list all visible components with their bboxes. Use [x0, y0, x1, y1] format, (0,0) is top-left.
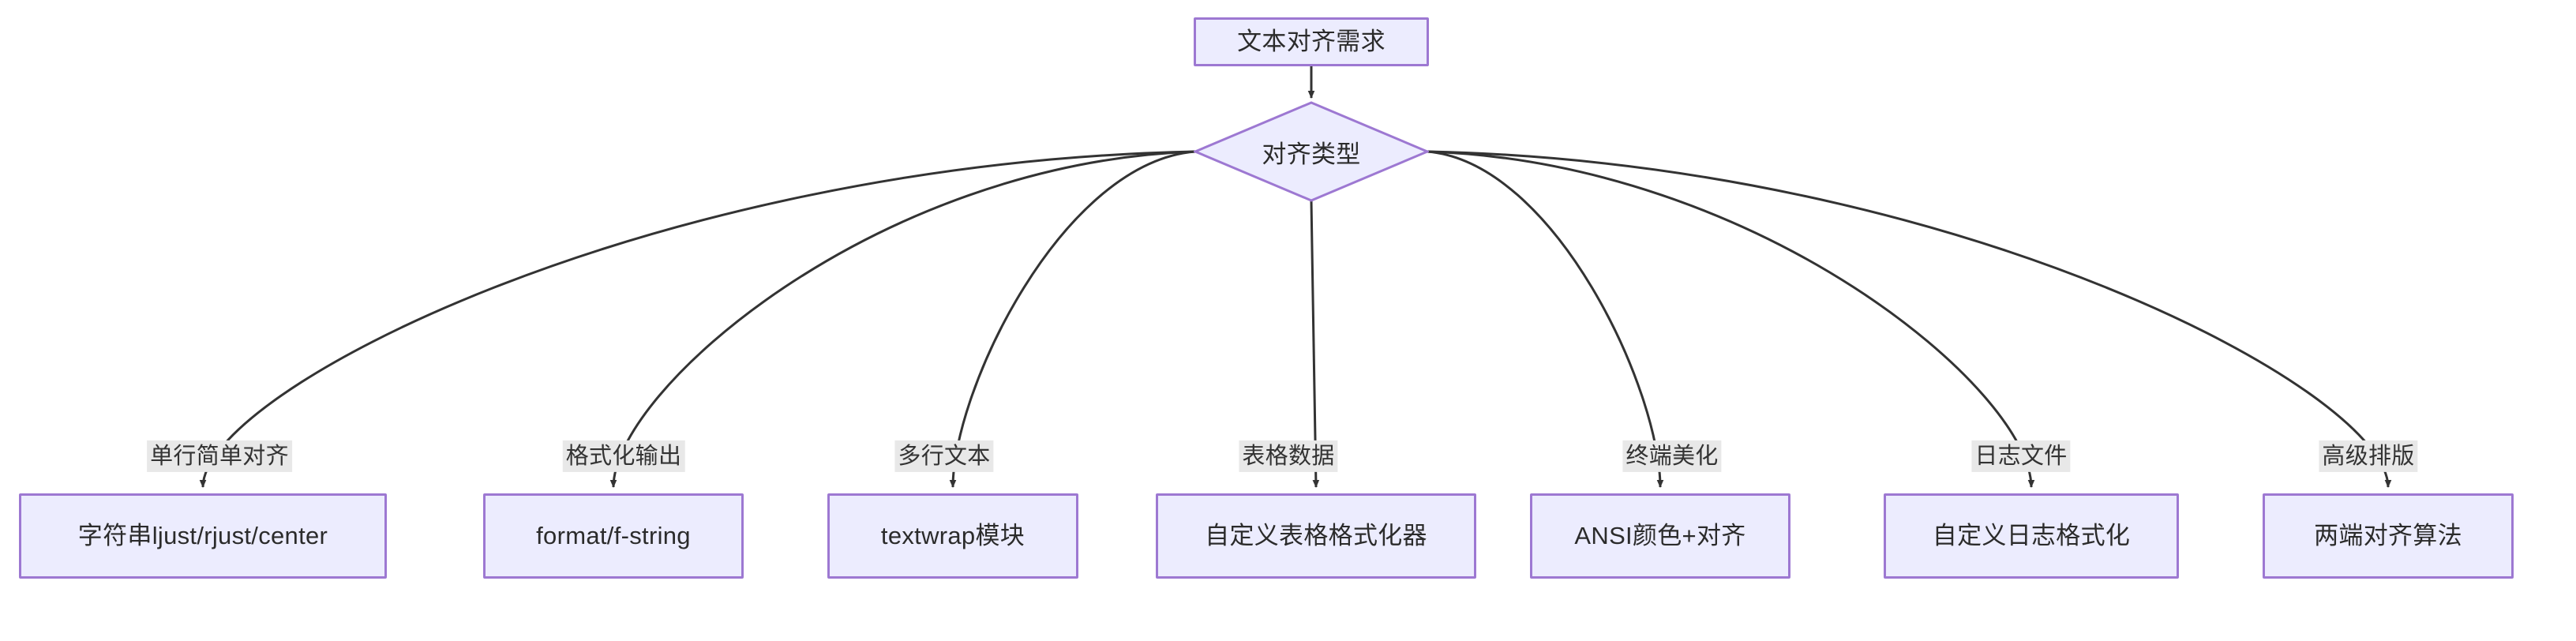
- node-decision-label: 对齐类型: [1262, 140, 1361, 168]
- edge-path: [1427, 150, 2035, 488]
- node-root[interactable]: 文本对齐需求: [1194, 17, 1429, 66]
- edge-label-5: 日志文件: [1971, 440, 2071, 473]
- node-branch-4[interactable]: ANSI颜色+对齐: [1530, 493, 1790, 579]
- edge-path: [1427, 150, 2392, 488]
- edge-label-1: 格式化输出: [562, 440, 685, 473]
- node-branch-1-label: format/f-string: [536, 522, 691, 550]
- node-branch-6[interactable]: 两端对齐算法: [2263, 493, 2514, 579]
- node-branch-0[interactable]: 字符串ljust/rjust/center: [19, 493, 387, 579]
- edge-label-0: 单行简单对齐: [147, 440, 292, 473]
- edge-label-6: 高级排版: [2319, 440, 2418, 473]
- node-branch-2-label: textwrap模块: [880, 522, 1026, 550]
- edge-label-4: 终端美化: [1622, 440, 1722, 473]
- edge-label-3: 表格数据: [1239, 440, 1338, 473]
- node-branch-2[interactable]: textwrap模块: [827, 493, 1078, 579]
- node-branch-3[interactable]: 自定义表格格式化器: [1156, 493, 1476, 579]
- node-branch-4-label: ANSI颜色+对齐: [1574, 522, 1746, 550]
- node-branch-3-label: 自定义表格格式化器: [1205, 522, 1427, 550]
- node-branch-6-label: 两端对齐算法: [2314, 522, 2462, 550]
- node-branch-0-label: 字符串ljust/rjust/center: [77, 522, 328, 550]
- edge-path: [609, 150, 1196, 488]
- node-root-label: 文本对齐需求: [1237, 28, 1385, 56]
- node-branch-1[interactable]: format/f-string: [483, 493, 744, 579]
- node-branch-5[interactable]: 自定义日志格式化: [1884, 493, 2179, 579]
- node-branch-5-label: 自定义日志格式化: [1932, 522, 2131, 550]
- diamond-shape-icon: [1194, 101, 1429, 202]
- edge-path: [1427, 150, 1664, 488]
- node-decision[interactable]: 对齐类型: [1194, 101, 1429, 202]
- edge-path: [949, 150, 1196, 488]
- edge-label-2: 多行文本: [894, 440, 994, 473]
- edge-path: [199, 150, 1196, 488]
